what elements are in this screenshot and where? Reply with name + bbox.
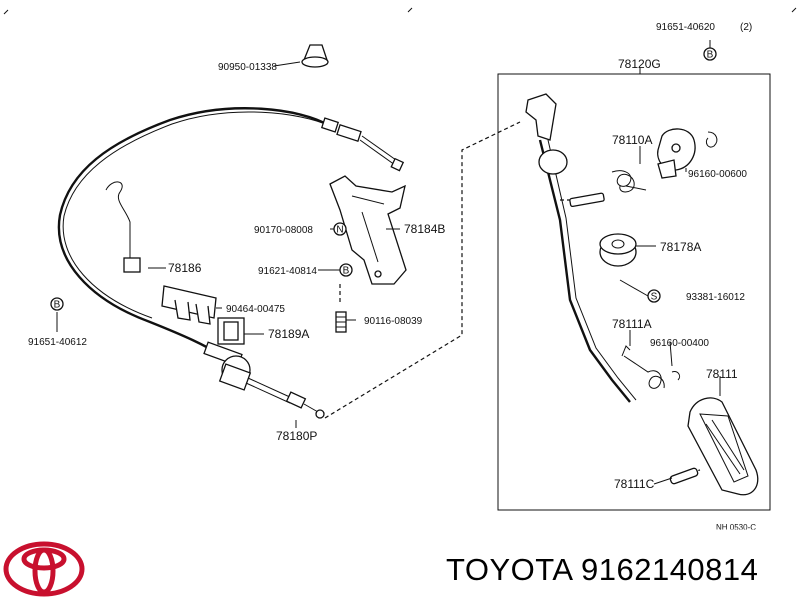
marker-90170: N [333, 222, 347, 236]
label-91651-40612: 91651-40612 [28, 337, 87, 348]
label-78120G: 78120G [618, 57, 661, 71]
label-78111: 78111 [706, 367, 738, 381]
label-91621-40814: 91621-40814 [258, 266, 317, 277]
sheet-code: NH 0530-C [716, 523, 756, 532]
label-78111C: 78111C [614, 477, 655, 491]
label-96160-00400: 96160-00400 [650, 338, 709, 349]
label-78184B: 78184B [404, 222, 445, 236]
lever-78120G [657, 128, 718, 179]
marker-93381: S [647, 289, 661, 303]
clip-90950 [301, 44, 329, 68]
bolt-marker: B [707, 50, 714, 61]
spring-78111A [621, 345, 681, 389]
marker-91651-left: B [50, 297, 64, 311]
spring-78110A [611, 170, 647, 193]
label-90464-00475: 90464-00475 [226, 304, 285, 315]
accelerator-cable [57, 107, 405, 419]
pin-78111C [669, 467, 699, 485]
bushing-78178A [599, 233, 637, 267]
leader-lines [56, 40, 721, 485]
label-91651-40620: 91651-40620 [656, 22, 715, 33]
label-78178A: 78178A [660, 240, 701, 254]
bracket-78184B [329, 175, 407, 285]
label-78110A: 78110A [612, 133, 652, 147]
wire-78186 [105, 181, 141, 273]
label-78180P: 78180P [276, 429, 317, 443]
pedal-pad-78111 [687, 397, 759, 496]
toyota-logo-icon [3, 541, 85, 597]
grommet-90464 [161, 285, 217, 325]
label-91651-40620-qty: (2) [740, 22, 752, 33]
corner-ticks [3, 7, 797, 15]
marker-91621: B [339, 263, 353, 277]
label-78186: 78186 [168, 261, 202, 275]
label-90170-08008: 90170-08008 [254, 225, 313, 236]
guide-lines [324, 121, 701, 477]
nut-marker: N [336, 225, 343, 236]
label-93381-16012: 93381-16012 [686, 292, 745, 303]
bolt-marker: B [54, 300, 61, 311]
pedal-arm [525, 93, 637, 403]
label-96160-00600: 96160-00600 [688, 169, 747, 180]
screw-marker: S [651, 292, 658, 303]
assembly-box [497, 73, 771, 511]
label-78189A: 78189A [268, 327, 309, 341]
brand-part-number: TOYOTA 9162140814 [446, 552, 759, 587]
label-78111A: 78111A [612, 317, 652, 331]
marker-91651-top: B [703, 47, 717, 61]
label-90116-08039: 90116-08039 [364, 316, 423, 327]
stud-90116 [335, 311, 347, 333]
bracket-78189A [217, 317, 245, 345]
label-90950-01338: 90950-01338 [218, 62, 277, 73]
bolt-marker: B [343, 266, 350, 277]
